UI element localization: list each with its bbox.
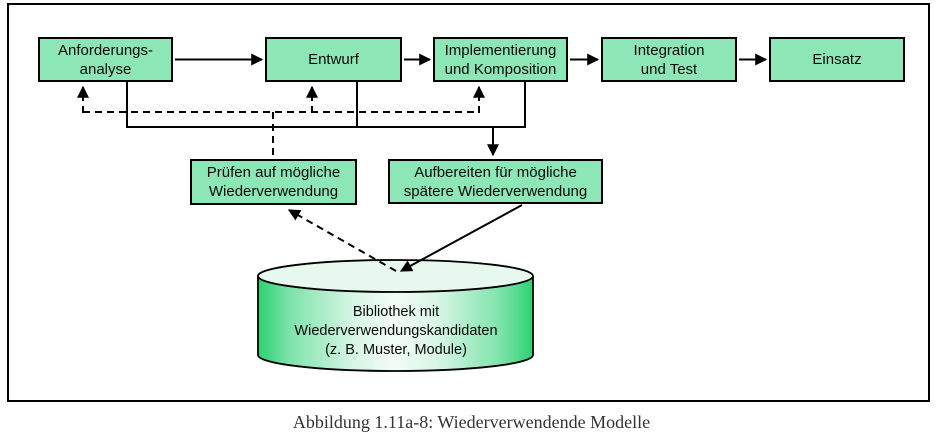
activity-label-line: Prüfen auf mögliche: [206, 164, 341, 181]
dashed-arrow-library-to-pruefen: [287, 209, 397, 272]
phase-label-line: Entwurf: [308, 51, 359, 68]
cylinder-top: [257, 259, 534, 293]
activity-label-line: Wiederverwendung: [208, 183, 339, 200]
phase-box-entwurf: Entwurf: [265, 37, 402, 82]
phase-box-implementierung: Implementierung und Komposition: [433, 37, 568, 82]
diagram-frame: [7, 3, 930, 402]
activity-box-aufbereiten: Aufbereiten für mögliche spätere Wiederv…: [388, 159, 603, 204]
figure-caption: Abbildung 1.11a-8: Wiederverwendende Mod…: [292, 412, 651, 432]
phase-label-line: und Komposition: [444, 60, 557, 78]
library-label-line: Bibliothek mit: [352, 304, 440, 320]
library-label: Bibliothek mit Wiederverwendungskandidat…: [256, 303, 536, 360]
phase-box-einsatz: Einsatz: [769, 37, 905, 82]
activity-box-pruefen: Prüfen auf mögliche Wiederverwendung: [190, 159, 357, 205]
phase-label-line: Anforderungs-: [57, 41, 154, 59]
dashed-retrieval-arrows: [77, 85, 485, 272]
library-label-line: (z. B. Muster, Module): [325, 342, 467, 358]
phase-label-line: Einsatz: [812, 51, 862, 68]
phase-label-line: Implementierung: [444, 41, 557, 59]
phase-box-anforderungsanalyse: Anforderungs- analyse: [38, 37, 173, 82]
library-cylinder: [257, 259, 534, 372]
activity-label-line: spätere Wiederverwendung: [403, 182, 588, 200]
solid-flow-arrows: [126, 53, 768, 272]
cylinder-body: [258, 276, 533, 371]
phase-label-line: analyse: [79, 60, 132, 78]
arrow-aufbereiten-to-library: [399, 204, 523, 272]
library-label-line: Wiederverwendungskandidaten: [294, 323, 498, 339]
phase-box-integration: Integration und Test: [601, 37, 737, 82]
activity-label-line: Aufbereiten für mögliche: [414, 163, 577, 181]
cylinder-body-outline: [257, 276, 534, 372]
phase-label-line: und Test: [640, 60, 698, 78]
phase-label-line: Integration: [633, 41, 705, 59]
